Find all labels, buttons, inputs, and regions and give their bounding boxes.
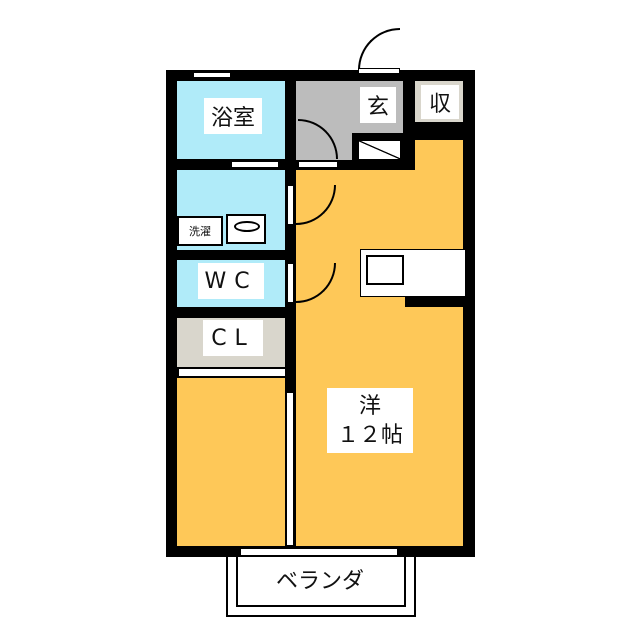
- window-bath: [193, 72, 231, 78]
- bath-door: [231, 161, 279, 168]
- label-balcony: ベランダ: [275, 569, 364, 594]
- side-room: [177, 378, 285, 546]
- main-room-area: [296, 170, 463, 546]
- label-closet: CL: [203, 320, 263, 356]
- closet-door: [178, 368, 286, 377]
- hall-door: [298, 161, 338, 168]
- label-wc: WC: [198, 263, 264, 299]
- washroom-door: [287, 185, 294, 225]
- shoe-box: [358, 140, 401, 160]
- label-bath: 浴室: [204, 98, 262, 134]
- entrance-door-sill: [358, 68, 400, 74]
- label-storage: 収: [421, 85, 459, 119]
- label-entrance: 玄: [360, 87, 396, 123]
- room-size: １２帖: [336, 422, 403, 448]
- label-laundry: 洗濯: [177, 216, 223, 246]
- balcony-window: [240, 548, 398, 556]
- balcony: [226, 557, 416, 617]
- kitchen-sink-icon: [366, 255, 404, 285]
- sliding-partition: [286, 392, 294, 546]
- washing-machine-icon: [226, 214, 266, 244]
- wc-door: [287, 263, 294, 303]
- room-type: 洋: [358, 393, 381, 419]
- label-western-room: 洋 １２帖: [327, 388, 413, 453]
- kitchen-wall: [405, 297, 465, 307]
- entrance-door-icon: [358, 28, 400, 70]
- main-room-upper: [415, 140, 463, 180]
